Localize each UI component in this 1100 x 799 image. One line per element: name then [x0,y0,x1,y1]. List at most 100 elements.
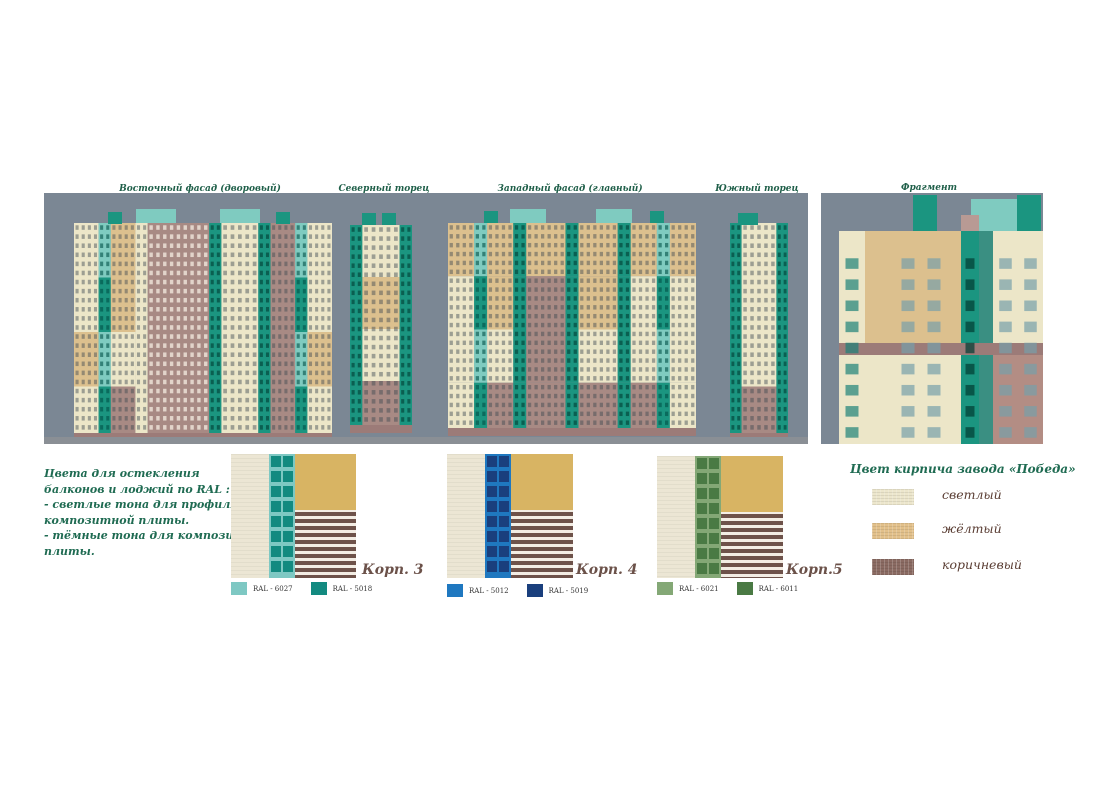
window [351,390,355,395]
window [737,252,741,258]
window [223,307,227,312]
window [645,242,649,248]
window [750,261,754,267]
window [678,242,682,248]
window [296,225,300,230]
window [764,225,768,230]
window [394,326,398,332]
window [547,296,551,301]
window [106,279,110,285]
window [284,252,288,258]
window [665,242,669,248]
window [534,393,538,399]
window [665,411,669,417]
swatch-illustration [657,456,783,578]
window [777,252,781,258]
brick-stripe [511,540,573,544]
window [230,388,235,394]
window [216,234,220,239]
window [386,362,391,368]
window [81,288,85,294]
window [541,287,545,292]
window [521,393,525,399]
window [475,420,479,425]
window [87,225,91,230]
window [357,417,361,422]
facade-band [993,231,1043,351]
window [547,420,551,425]
window [665,269,669,275]
window [580,384,584,390]
window [149,270,153,276]
window [245,325,250,330]
window [573,269,577,275]
window [606,251,610,257]
window [737,370,741,376]
window [665,349,669,354]
window [678,287,682,292]
window [118,334,122,339]
window [351,281,355,287]
window [272,370,276,376]
window [238,261,242,267]
window [586,340,590,346]
window [87,361,91,367]
window [130,388,134,394]
window [619,322,623,328]
window [93,379,98,385]
brick-course [447,458,485,459]
window [514,393,519,399]
window [632,349,636,354]
window [190,270,194,276]
window [190,325,194,330]
window [216,343,220,348]
window [364,299,368,305]
window [501,393,506,399]
window [190,316,194,321]
window [567,234,571,239]
window [357,245,361,250]
window [678,278,682,283]
window [927,300,941,312]
window [573,376,577,381]
window [645,296,649,301]
window [482,411,486,417]
window [771,316,775,321]
facade-band [776,386,788,441]
window [93,279,98,285]
window [554,376,558,381]
window [638,251,643,257]
window [737,307,741,312]
window [482,251,486,257]
window [665,420,669,425]
window [124,288,128,294]
window [272,307,276,312]
window [612,402,617,408]
window [999,384,1012,396]
window [1024,258,1037,269]
window [75,334,79,339]
facade-band [135,332,148,387]
window [691,322,695,328]
facade-band [578,223,618,277]
facade-band [270,332,296,387]
window [612,420,617,425]
facade-band [630,382,657,436]
window [204,406,208,412]
facade-band [270,386,296,441]
window [658,349,662,354]
window [284,397,288,403]
facade-band [110,277,136,332]
window [619,234,623,239]
window [684,376,688,381]
window [371,281,376,287]
window [351,245,355,250]
ral-label-dark: RAL - 5018 [332,584,373,593]
window [223,243,227,248]
window [482,393,486,399]
brick-course [231,486,269,487]
window [757,279,761,285]
window [737,352,741,357]
window [651,242,656,248]
brick-stripe [511,526,573,530]
